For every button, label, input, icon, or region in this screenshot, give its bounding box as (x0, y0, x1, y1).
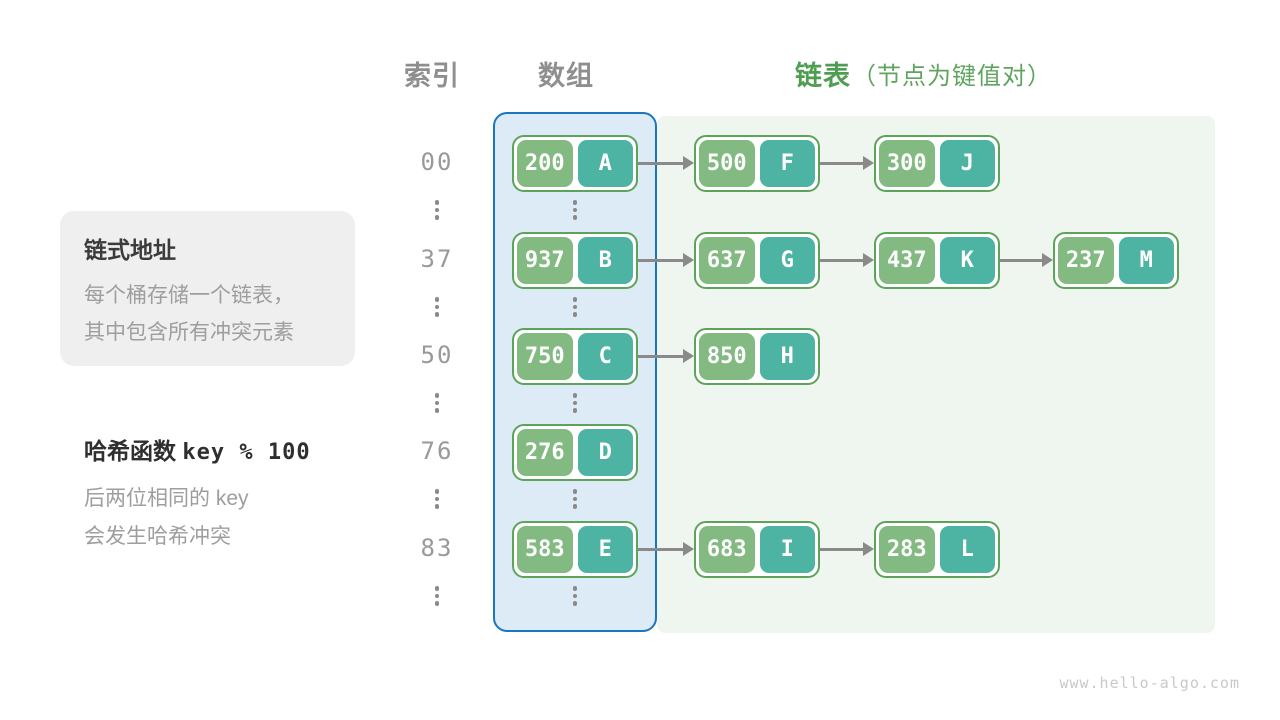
key-pill: 750 (517, 332, 573, 380)
key-pill: 437 (879, 236, 935, 284)
ellipsis-dots-icon (570, 200, 580, 220)
value-pill: J (939, 139, 995, 187)
value-pill: L (939, 525, 995, 573)
value-pill: M (1118, 236, 1174, 284)
key-pill: 637 (699, 236, 755, 284)
ellipsis-dots-icon (570, 393, 580, 413)
info-box-title: 链式地址 (84, 237, 176, 263)
index-label: 50 (420, 341, 454, 369)
value-pill: F (759, 139, 815, 187)
ellipsis-dots-icon (432, 489, 442, 509)
ellipsis-dots-icon (570, 297, 580, 317)
value-pill: A (577, 139, 633, 187)
value-pill: D (577, 428, 633, 476)
key-pill: 276 (517, 428, 573, 476)
hash-note-title: 哈希函数 key % 100 (84, 432, 311, 466)
key-pill: 500 (699, 139, 755, 187)
col-header-array: 数组 (538, 61, 594, 91)
link-arrow (1000, 253, 1053, 267)
info-box-line: 其中包含所有冲突元素 (84, 321, 294, 344)
info-box-line: 每个桶存储一个链表， (84, 284, 294, 307)
key-pill: 300 (879, 139, 935, 187)
col-header-list: 链表 (795, 61, 851, 91)
index-label: 37 (420, 245, 454, 273)
list-header-note: （节点为键值对） (852, 63, 1052, 90)
hash-function-label: 哈希函数 (84, 438, 176, 464)
value-pill: I (759, 525, 815, 573)
index-label: 83 (420, 534, 454, 562)
link-arrow (638, 349, 694, 363)
value-pill: C (577, 332, 633, 380)
link-arrow (820, 156, 874, 170)
ellipsis-dots-icon (570, 489, 580, 509)
key-pill: 200 (517, 139, 573, 187)
key-pill: 937 (517, 236, 573, 284)
info-box: 链式地址 每个桶存储一个链表， 其中包含所有冲突元素 (60, 211, 355, 366)
col-header-index: 索引 (404, 61, 460, 91)
key-pill: 237 (1058, 236, 1114, 284)
link-arrow (638, 542, 694, 556)
key-pill: 283 (879, 525, 935, 573)
ellipsis-dots-icon (432, 297, 442, 317)
key-pill: 683 (699, 525, 755, 573)
ellipsis-dots-icon (432, 393, 442, 413)
hash-note-line: 后两位相同的 key (84, 487, 249, 510)
link-arrow (820, 542, 874, 556)
index-label: 76 (420, 437, 454, 465)
value-pill: B (577, 236, 633, 284)
key-pill: 583 (517, 525, 573, 573)
value-pill: K (939, 236, 995, 284)
hash-note-line: 会发生哈希冲突 (84, 525, 231, 548)
index-label: 00 (420, 148, 454, 176)
ellipsis-dots-icon (432, 586, 442, 606)
value-pill: H (759, 332, 815, 380)
link-arrow (820, 253, 874, 267)
hash-note-block: 哈希函数 key % 100 后两位相同的 key 会发生哈希冲突 (84, 432, 311, 556)
key-pill: 850 (699, 332, 755, 380)
link-arrow (638, 253, 694, 267)
value-pill: G (759, 236, 815, 284)
ellipsis-dots-icon (432, 200, 442, 220)
watermark: www.hello-algo.com (1059, 674, 1240, 692)
value-pill: E (577, 525, 633, 573)
link-arrow (638, 156, 694, 170)
ellipsis-dots-icon (570, 586, 580, 606)
hash-function-code: key % 100 (182, 440, 311, 465)
